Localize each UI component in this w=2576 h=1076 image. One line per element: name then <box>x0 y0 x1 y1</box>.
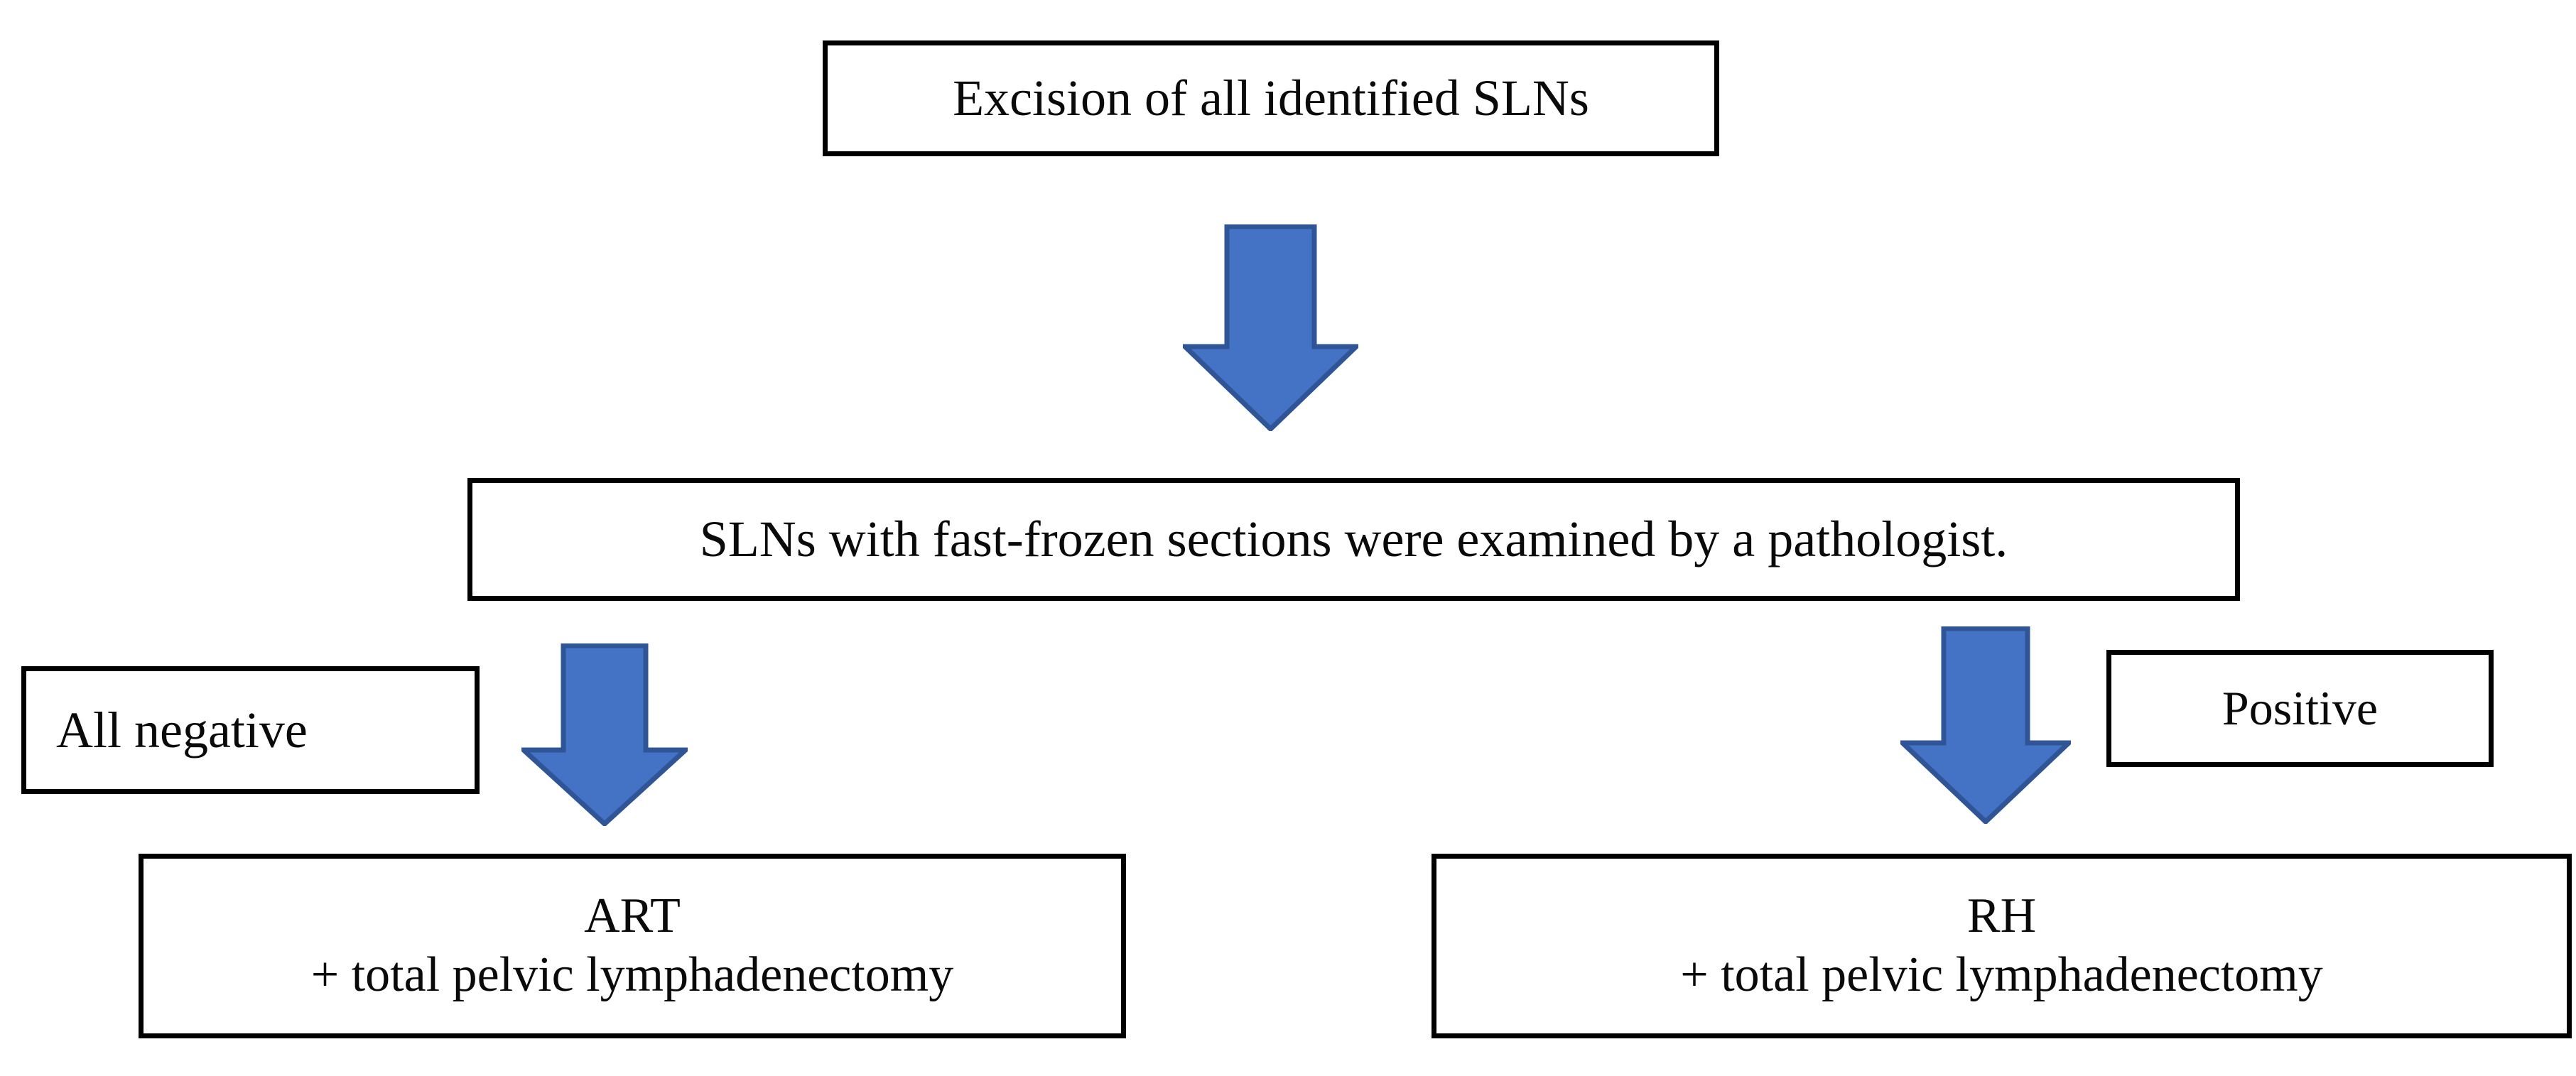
node-positive-label: Positive <box>2221 681 2379 736</box>
node-rh-label-line2: + total pelvic lymphadenectomy <box>1680 947 2323 1002</box>
node-excision-of-slns: Excision of all identified SLNs <box>823 40 1719 156</box>
node-frozen-section-examination: SLNs with fast-frozen sections were exam… <box>467 478 2240 601</box>
down-arrow-shape <box>1183 224 1358 431</box>
node-all-negative-label: All negative <box>56 701 308 759</box>
node-rh-treatment: RH + total pelvic lymphadenectomy <box>1432 854 2572 1038</box>
node-art-label-line1: ART <box>584 888 681 944</box>
down-arrow-polygon <box>1183 224 1358 431</box>
down-arrow-shape <box>521 643 688 826</box>
down-arrow-icon-frozen-to-rh <box>1900 626 2071 824</box>
down-arrow-icon-frozen-to-art <box>521 643 688 826</box>
node-branch-label-positive: Positive <box>2106 650 2494 767</box>
node-excision-label: Excision of all identified SLNs <box>953 70 1589 127</box>
node-art-label-line2: + total pelvic lymphadenectomy <box>310 947 954 1002</box>
node-art-treatment: ART + total pelvic lymphadenectomy <box>139 854 1126 1038</box>
down-arrow-polygon <box>1900 626 2071 824</box>
down-arrow-polygon <box>521 643 688 826</box>
node-rh-label-line1: RH <box>1966 888 2037 944</box>
node-branch-label-all-negative: All negative <box>21 666 480 794</box>
down-arrow-icon-excision-to-frozen <box>1183 224 1358 431</box>
down-arrow-shape <box>1900 626 2071 824</box>
node-frozen-label: SLNs with fast-frozen sections were exam… <box>699 511 2008 568</box>
